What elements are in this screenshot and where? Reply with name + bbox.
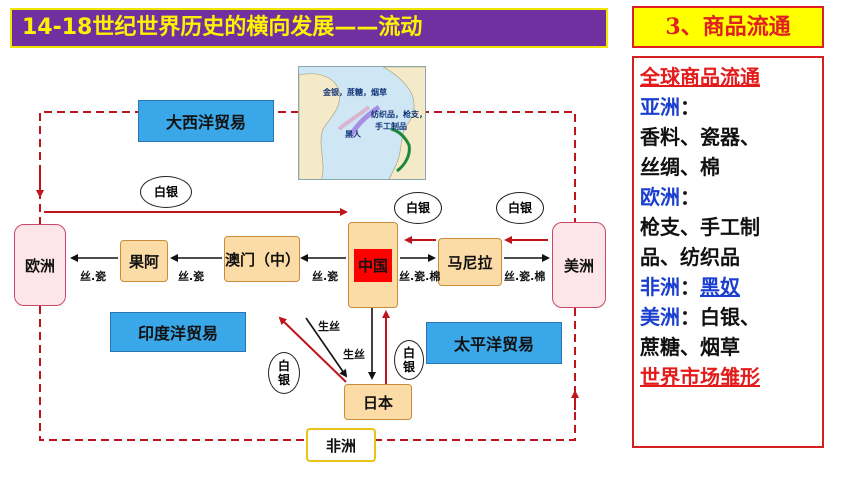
europe-goods-1: 枪支、手工制 [640, 215, 760, 239]
china-label: 中国 [353, 248, 392, 282]
silver-oval-japan-left: 白 银 [268, 352, 300, 394]
node-americas: 美洲 [552, 222, 606, 308]
asia-row: 亚洲： [640, 92, 816, 122]
page-title: 14-18世纪世界历史的横向发展——流动 [10, 8, 608, 48]
asia-label: 亚洲 [640, 95, 680, 119]
silver-oval-china: 白银 [394, 192, 442, 224]
trade-atlantic: 大西洋贸易 [138, 100, 274, 142]
node-china: 中国 [348, 222, 398, 308]
flow-label-silk: 生丝 [343, 348, 365, 361]
node-manila: 马尼拉 [438, 238, 502, 286]
asia-goods-2: 丝绸、棉 [640, 155, 720, 179]
node-macau: 澳门（中） [224, 236, 300, 282]
node-japan: 日本 [344, 384, 412, 420]
side-conclusion: 世界市场雏形 [640, 365, 760, 389]
colon: ： [680, 275, 700, 299]
europe-goods-2: 品、纺织品 [640, 245, 740, 269]
node-goa: 果阿 [120, 240, 168, 282]
node-africa: 非洲 [306, 428, 376, 462]
europe-row: 欧洲： [640, 182, 816, 212]
europe-label: 欧洲 [640, 185, 680, 209]
colon: ： [680, 305, 700, 329]
dashed-route-bottom [39, 306, 576, 441]
map-label-2: 纺织品，枪支， [371, 110, 426, 119]
trade-indian: 印度洋贸易 [110, 312, 246, 352]
silver-oval-manila: 白银 [496, 192, 544, 224]
map-label-4: 黑人 [345, 130, 361, 139]
colon: ： [680, 185, 700, 209]
americas-goods-2: 蔗糖、烟草 [640, 335, 740, 359]
map-label-3: 手工制品 [375, 122, 407, 131]
africa-label: 非洲 [640, 275, 680, 299]
flow-label-china-macau: 丝.瓷 [312, 270, 339, 283]
silver-oval-japan-right: 白 银 [394, 340, 424, 380]
flow-label-macau-goa: 丝.瓷 [178, 270, 205, 283]
flow-label-raw-silk: 生丝 [318, 320, 340, 333]
side-heading: 全球商品流通 [640, 65, 760, 89]
side-panel: 全球商品流通 亚洲： 香料、瓷器、 丝绸、棉 欧洲： 枪支、手工制 品、纺织品 … [632, 56, 824, 448]
americas-label: 美洲 [640, 305, 680, 329]
silver-oval-atlantic: 白银 [140, 176, 192, 208]
africa-goods: 黑奴 [700, 275, 740, 299]
flow-arrows [36, 111, 579, 441]
flow-label-manila-americas: 丝.瓷.棉 [504, 270, 546, 283]
asia-goods-1: 香料、瓷器、 [640, 125, 760, 149]
americas-goods-1: 白银、 [700, 305, 760, 329]
section-label: 3、商品流通 [632, 6, 824, 48]
colon: ： [680, 95, 700, 119]
map-inset: 金银，蔗糖，烟草 纺织品，枪支， 手工制品 黑人 [298, 66, 426, 180]
node-europe: 欧洲 [14, 224, 66, 306]
flow-label-china-manila: 丝.瓷.棉 [399, 270, 441, 283]
flow-label-goa-europe: 丝.瓷 [80, 270, 107, 283]
map-graphic [299, 67, 425, 179]
trade-pacific: 太平洋贸易 [426, 322, 562, 364]
map-label-1: 金银，蔗糖，烟草 [323, 88, 387, 97]
africa-row: 非洲：黑奴 [640, 272, 816, 302]
americas-row: 美洲：白银、 [640, 302, 816, 332]
